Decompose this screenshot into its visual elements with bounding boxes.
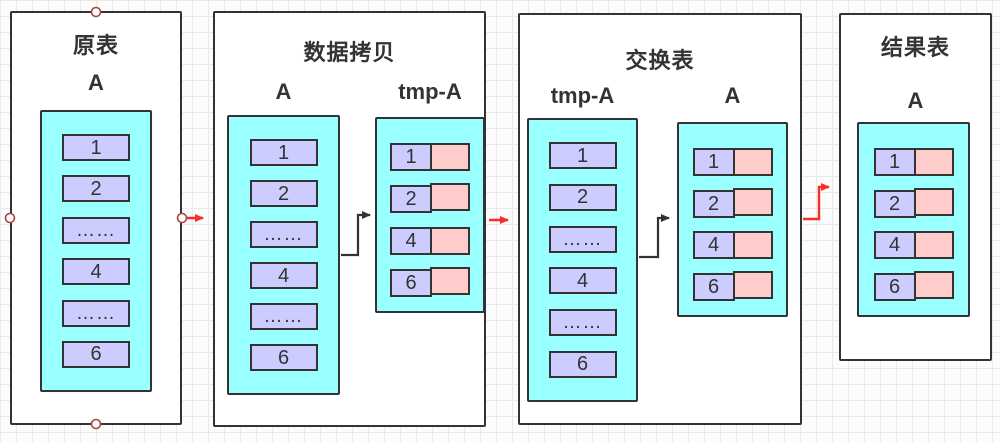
cell-value: 6: [277, 346, 290, 369]
table-row[interactable]: 4: [692, 231, 773, 260]
panel-title: 原表: [72, 33, 119, 58]
cell-value: 4: [405, 230, 417, 252]
table-cell[interactable]: ……: [548, 309, 617, 337]
panel-title: 交换表: [625, 48, 695, 73]
table-cell[interactable]: 2: [548, 183, 617, 211]
cell-value: 2: [888, 192, 901, 215]
table-row[interactable]: 2: [873, 187, 954, 218]
column-label-tmp-a: tmp-A: [550, 83, 615, 108]
column-container-tmp-a[interactable]: 1 2 …… 4 …… 6: [527, 118, 638, 402]
panel-data-copy[interactable]: 数据拷贝 A tmp-A 1 2 …… 4 …… 6 1 2 4 6: [213, 11, 486, 427]
cell-value: 4: [888, 234, 901, 257]
cell-value: ……: [76, 302, 116, 324]
cell-value: 4: [707, 234, 720, 257]
table-cell[interactable]: 2: [249, 180, 318, 207]
empty-cell[interactable]: [430, 267, 470, 295]
empty-cell[interactable]: [732, 231, 773, 260]
empty-cell[interactable]: [430, 183, 470, 211]
cell-value: 1: [90, 136, 102, 159]
cell-value: 1: [707, 151, 720, 173]
column-container-a[interactable]: 1 2 4 6: [677, 122, 788, 317]
column-label-tmp-a: tmp-A: [398, 79, 462, 104]
cell-value: ……: [76, 219, 116, 241]
cell-value: 6: [405, 272, 417, 294]
table-row[interactable]: 1: [692, 148, 773, 176]
empty-cell[interactable]: [913, 148, 954, 176]
cell-value: 2: [277, 182, 290, 205]
cell-value: 6: [90, 343, 102, 366]
table-cell[interactable]: 4: [62, 258, 130, 286]
table-cell[interactable]: 1: [62, 134, 130, 161]
table-cell[interactable]: 2: [62, 175, 130, 203]
column-label-a: A: [88, 70, 104, 95]
cell-value: 6: [707, 275, 720, 298]
cell-value: ……: [263, 306, 304, 327]
empty-cell[interactable]: [430, 143, 470, 171]
column-container-a[interactable]: 1 2 4 6: [857, 122, 970, 317]
cell-value: 1: [277, 141, 290, 164]
cell-value: 2: [405, 188, 417, 210]
panel-swap-table[interactable]: 交换表 tmp-A A 1 2 …… 4 …… 6 1 2 4 6: [518, 13, 802, 425]
empty-cell[interactable]: [732, 187, 773, 216]
table-cell[interactable]: ……: [62, 216, 130, 244]
table-cell[interactable]: 4: [548, 267, 617, 295]
column-container-a[interactable]: 1 2 …… 4 …… 6: [40, 110, 152, 392]
cell-value: ……: [263, 224, 304, 245]
table-row[interactable]: 1: [873, 148, 954, 176]
column-container-tmp-a[interactable]: 1 2 4 6: [375, 117, 485, 313]
panel-result-table[interactable]: 结果表 A 1 2 4 6: [839, 13, 992, 361]
cell-value: 6: [576, 353, 589, 376]
empty-cell[interactable]: [913, 270, 954, 299]
column-label-a: A: [275, 79, 292, 104]
table-row[interactable]: 4: [390, 227, 470, 255]
cell-value: 2: [576, 186, 589, 209]
table-row[interactable]: 2: [692, 187, 773, 218]
cell-value: 4: [90, 260, 102, 283]
empty-cell[interactable]: [913, 231, 954, 260]
table-row[interactable]: 1: [390, 143, 470, 171]
cell-value: ……: [562, 312, 603, 334]
panel-source-table[interactable]: 原表 A 1 2 …… 4 …… 6: [10, 11, 182, 425]
table-cell[interactable]: 6: [62, 340, 130, 368]
cell-value: 1: [888, 151, 901, 173]
table-cell[interactable]: ……: [62, 299, 130, 327]
column-container-a[interactable]: 1 2 …… 4 …… 6: [227, 115, 340, 395]
table-row[interactable]: 6: [692, 270, 773, 301]
cell-value: 2: [90, 177, 102, 200]
cell-value: ……: [562, 228, 603, 250]
column-label-a: A: [724, 83, 741, 108]
cell-value: 1: [405, 146, 417, 168]
cell-value: 6: [888, 275, 901, 298]
cell-value: 4: [277, 264, 290, 287]
table-cell[interactable]: ……: [249, 303, 318, 330]
table-row[interactable]: 6: [873, 270, 954, 301]
cell-value: 2: [707, 192, 720, 215]
cell-value: 4: [576, 269, 589, 292]
empty-cell[interactable]: [732, 148, 773, 176]
empty-cell[interactable]: [913, 187, 954, 216]
panel-title: 数据拷贝: [303, 40, 396, 65]
table-row[interactable]: 4: [873, 231, 954, 260]
empty-cell[interactable]: [732, 270, 773, 299]
column-label-a: A: [907, 88, 924, 113]
table-cell[interactable]: 4: [249, 262, 318, 289]
panel-title: 结果表: [880, 35, 950, 60]
table-row[interactable]: 6: [390, 267, 470, 297]
table-cell[interactable]: 1: [249, 139, 318, 166]
table-cell[interactable]: 1: [548, 142, 617, 169]
table-cell[interactable]: 6: [548, 350, 617, 378]
cell-value: 1: [576, 144, 589, 167]
flow-arrow-3[interactable]: [803, 183, 830, 221]
table-cell[interactable]: 6: [249, 344, 318, 371]
table-cell[interactable]: ……: [249, 221, 318, 248]
table-cell[interactable]: ……: [548, 225, 617, 253]
table-row[interactable]: 2: [390, 183, 470, 213]
empty-cell[interactable]: [430, 227, 470, 255]
